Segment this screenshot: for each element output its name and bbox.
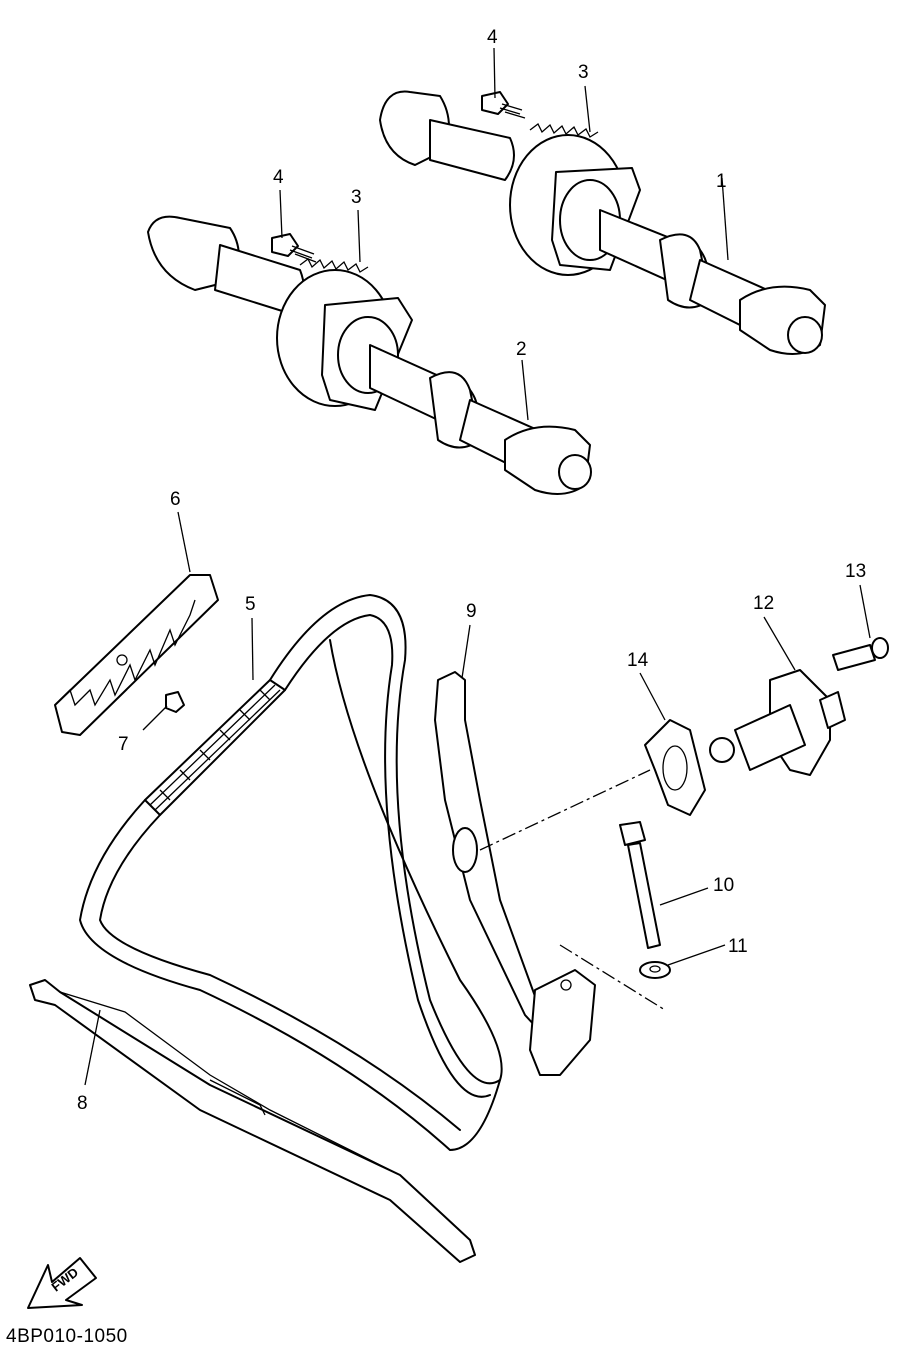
fwd-arrow-icon — [27, 1257, 97, 1309]
callout-3-upper: 3 — [578, 62, 589, 83]
timing-chain-loop — [79, 594, 503, 1151]
leader-lines — [84, 47, 871, 1086]
document-id: 4BP010-1050 — [6, 1326, 128, 1347]
chain-guide-9 — [434, 671, 561, 1041]
camshaft-1 — [379, 90, 826, 355]
bolt-7 — [165, 691, 185, 713]
camshaft-2 — [147, 215, 592, 495]
tensioner-bracket — [529, 969, 596, 1076]
callout-13: 13 — [845, 561, 867, 582]
timing-chain-5 — [144, 679, 286, 816]
tensioner-12 — [709, 669, 846, 776]
bolt-4-lower — [271, 233, 317, 263]
callout-14: 14 — [627, 650, 649, 671]
gasket-14 — [644, 719, 706, 816]
chain-guide-8 — [29, 979, 476, 1263]
callout-6: 6 — [170, 489, 181, 510]
callout-5: 5 — [245, 594, 256, 615]
callout-1: 1 — [716, 171, 727, 192]
callout-3-lower: 3 — [351, 187, 362, 208]
callout-9: 9 — [466, 601, 477, 622]
washer-11 — [639, 961, 671, 979]
callout-8: 8 — [77, 1093, 88, 1114]
callout-4-upper: 4 — [487, 27, 498, 48]
bolt-13 — [832, 637, 889, 671]
callout-2: 2 — [516, 339, 527, 360]
callout-7: 7 — [118, 734, 129, 755]
chain-guide-6 — [54, 574, 219, 736]
callout-11: 11 — [728, 936, 748, 957]
callout-4-lower: 4 — [273, 167, 284, 188]
callout-10: 10 — [713, 875, 735, 896]
callout-12: 12 — [753, 593, 775, 614]
bolt-10 — [619, 821, 661, 949]
bolt-4-upper — [481, 91, 526, 119]
